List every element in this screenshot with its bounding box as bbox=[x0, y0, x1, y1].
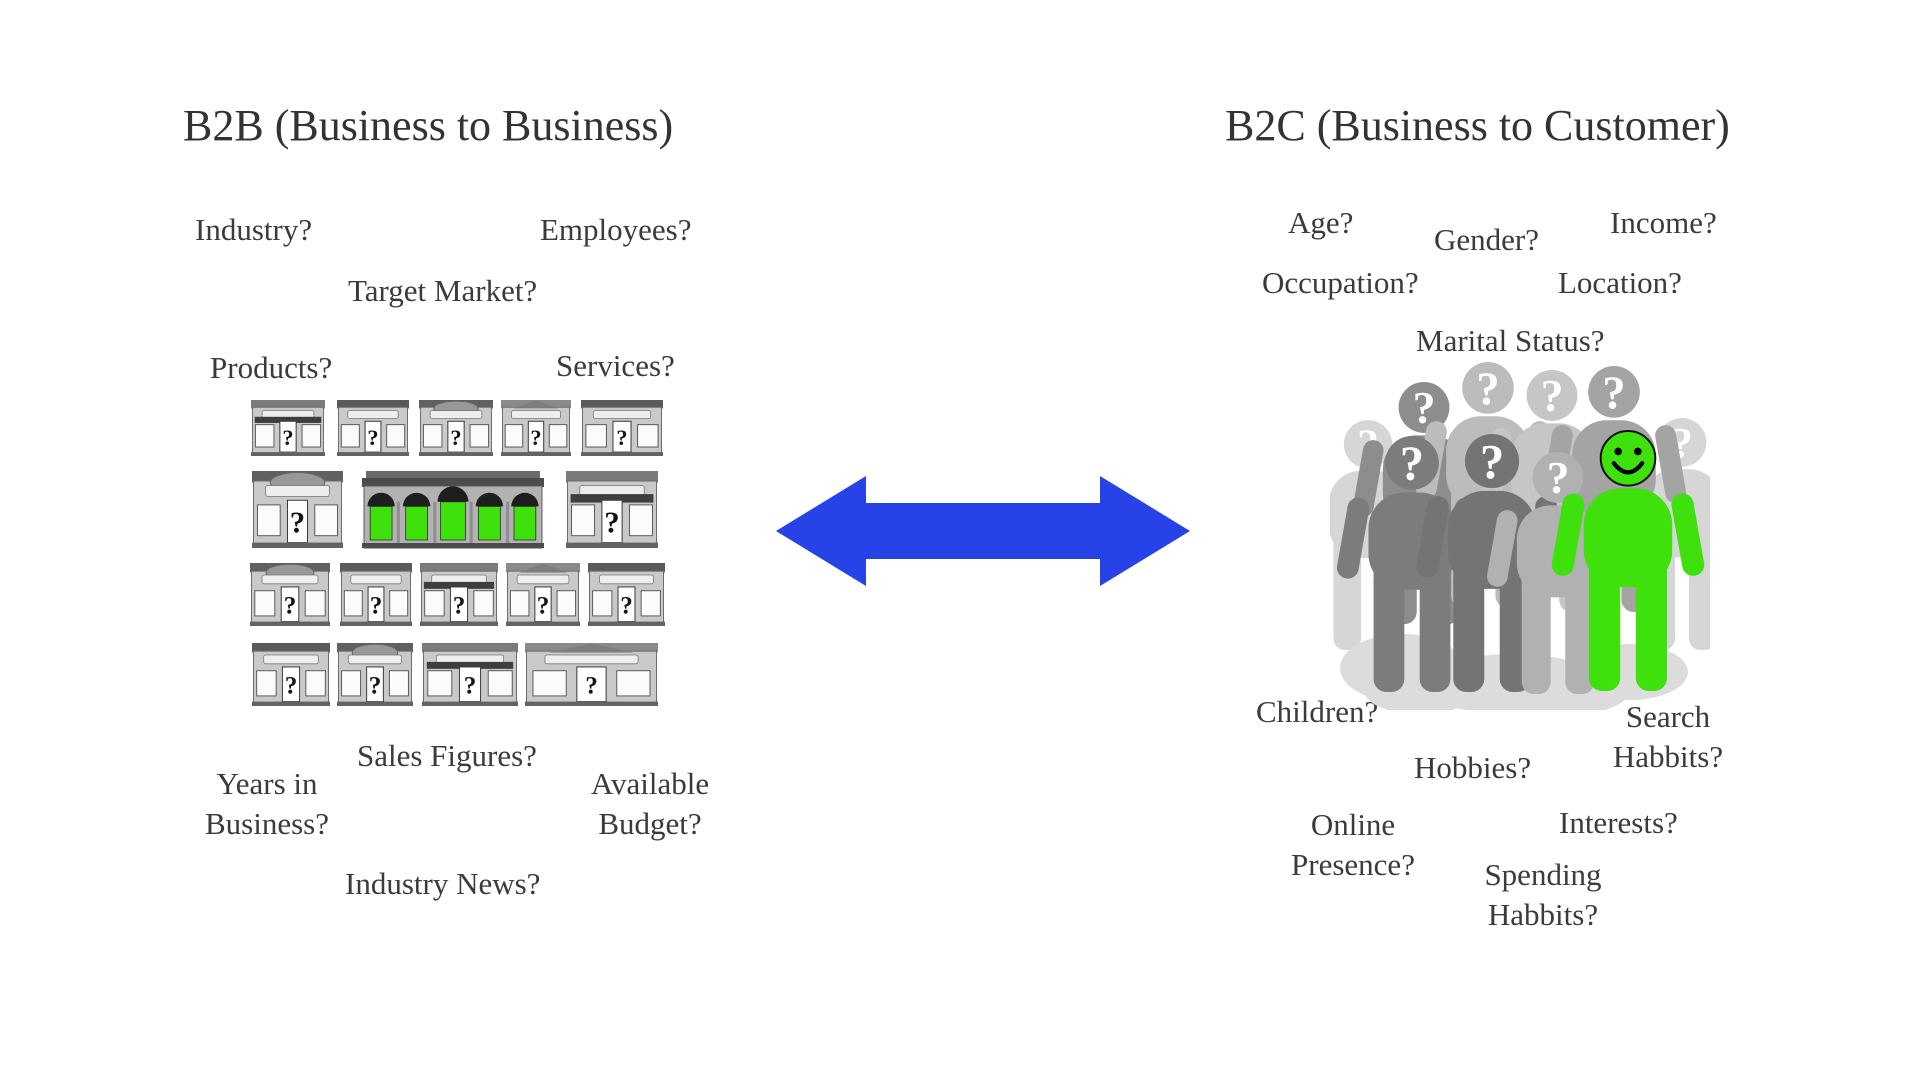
question-mark-glyph: ? bbox=[285, 672, 298, 699]
label-income: Income? bbox=[1610, 205, 1717, 240]
label-hobbies: Hobbies? bbox=[1414, 750, 1532, 785]
storefront-icon: ? bbox=[337, 643, 413, 706]
question-mark-glyph: ? bbox=[604, 506, 619, 540]
storefront-icon: ? bbox=[506, 563, 580, 626]
label-occupation: Occupation? bbox=[1262, 265, 1419, 300]
smiley-eye bbox=[1614, 447, 1622, 456]
storefront-icon: ? bbox=[252, 471, 343, 548]
question-mark-glyph: ? bbox=[464, 672, 477, 699]
label-sales-figures: Sales Figures? bbox=[357, 738, 537, 773]
smiley-eye bbox=[1634, 447, 1642, 456]
b2b-title: B2B (Business to Business) bbox=[183, 101, 674, 150]
storefront-icon: ? bbox=[422, 643, 518, 706]
label-children: Children? bbox=[1256, 694, 1379, 729]
double-arrow-shape bbox=[776, 476, 1190, 586]
storefront-icon: ? bbox=[525, 643, 658, 706]
storefront-icon: ? bbox=[419, 400, 493, 456]
storefront-icon: ? bbox=[337, 400, 409, 456]
question-mark-glyph: ? bbox=[453, 592, 466, 619]
label-online-presence: Online Presence? bbox=[1291, 807, 1415, 882]
label-available-budget: Available Budget? bbox=[590, 766, 710, 841]
question-mark-glyph: ? bbox=[1547, 452, 1570, 503]
label-industry-news: Industry News? bbox=[345, 866, 541, 901]
question-mark-glyph: ? bbox=[1480, 435, 1504, 489]
storefront-icon: ? bbox=[588, 563, 665, 626]
storefront-grid: ???????????????? bbox=[250, 400, 665, 706]
question-mark-glyph: ? bbox=[616, 425, 627, 450]
question-mark-glyph: ? bbox=[282, 425, 293, 450]
question-mark-glyph: ? bbox=[620, 592, 633, 619]
label-years-in-business: Years in Business? bbox=[205, 766, 329, 841]
question-mark-glyph: ? bbox=[530, 425, 541, 450]
label-spending-habbits: Spending Habbits? bbox=[1484, 857, 1602, 932]
storefront-icon: ? bbox=[340, 563, 412, 626]
label-industry: Industry? bbox=[195, 212, 313, 247]
question-mark-glyph: ? bbox=[367, 425, 378, 450]
green-storefront-icon bbox=[362, 471, 544, 549]
question-mark-glyph: ? bbox=[370, 592, 383, 619]
question-mark-glyph: ? bbox=[585, 672, 598, 699]
label-products: Products? bbox=[210, 350, 333, 385]
double-arrow bbox=[776, 476, 1190, 586]
customer-crowd: ????????? bbox=[1330, 362, 1710, 710]
label-search-habbits: Search Habbits? bbox=[1612, 699, 1724, 774]
question-mark-glyph: ? bbox=[284, 592, 297, 619]
label-target-market: Target Market? bbox=[348, 273, 538, 308]
question-mark-glyph: ? bbox=[1541, 370, 1564, 421]
question-mark-glyph: ? bbox=[537, 592, 550, 619]
question-mark-glyph: ? bbox=[1413, 382, 1436, 433]
label-location: Location? bbox=[1558, 265, 1682, 300]
question-mark-glyph: ? bbox=[1476, 364, 1499, 415]
label-marital-status: Marital Status? bbox=[1416, 323, 1605, 358]
label-services: Services? bbox=[556, 348, 675, 383]
label-age: Age? bbox=[1288, 205, 1354, 240]
smiley-person-icon-front bbox=[1551, 430, 1705, 691]
storefront-icon: ? bbox=[252, 643, 330, 706]
storefront-icon: ? bbox=[566, 471, 658, 548]
question-mark-glyph: ? bbox=[369, 672, 382, 699]
label-interests: Interests? bbox=[1559, 805, 1678, 840]
label-gender: Gender? bbox=[1434, 222, 1539, 257]
question-mark-glyph: ? bbox=[1602, 368, 1625, 419]
b2c-title: B2C (Business to Customer) bbox=[1225, 101, 1730, 150]
question-mark-glyph: ? bbox=[290, 506, 305, 540]
question-mark-glyph: ? bbox=[1400, 438, 1424, 491]
label-employees: Employees? bbox=[540, 212, 692, 247]
storefront-icon: ? bbox=[501, 400, 571, 456]
storefront-icon: ? bbox=[251, 400, 325, 456]
storefront-icon: ? bbox=[581, 400, 663, 456]
storefront-icon: ? bbox=[250, 563, 330, 626]
question-mark-glyph: ? bbox=[450, 425, 461, 450]
storefront-icon: ? bbox=[420, 563, 498, 626]
smiley-mouth bbox=[1611, 461, 1645, 475]
